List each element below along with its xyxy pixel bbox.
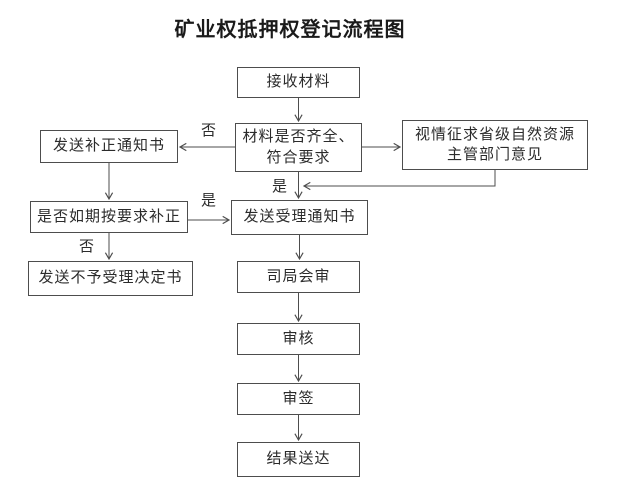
- node-send-correction-notice: 发送补正通知书: [40, 130, 178, 163]
- page-title: 矿业权抵押权登记流程图: [174, 19, 406, 41]
- node-bureau-joint-review: 司局会审: [237, 261, 360, 293]
- node-examine: 审核: [237, 323, 360, 355]
- node-corrected-on-time-decision: 是否如期按要求补正: [30, 201, 188, 233]
- node-result-delivery: 结果送达: [237, 442, 360, 477]
- node-review-and-sign: 审签: [237, 383, 360, 415]
- node-receive-materials: 接收材料: [237, 67, 360, 98]
- edge-label-no-to-correction: 否: [200, 119, 218, 140]
- edge-label-yes-from-correction: 是: [200, 189, 218, 210]
- edge-label-yes-to-acceptance: 是: [271, 175, 289, 196]
- node-send-rejection-decision: 发送不予受理决定书: [28, 261, 193, 296]
- node-consult-provincial-authority: 视情征求省级自然资源 主管部门意见: [402, 120, 588, 170]
- node-send-acceptance-notice: 发送受理通知书: [231, 200, 368, 235]
- node-materials-complete-decision: 材料是否齐全、 符合要求: [235, 123, 362, 172]
- edge-label-no-to-rejection: 否: [78, 235, 96, 256]
